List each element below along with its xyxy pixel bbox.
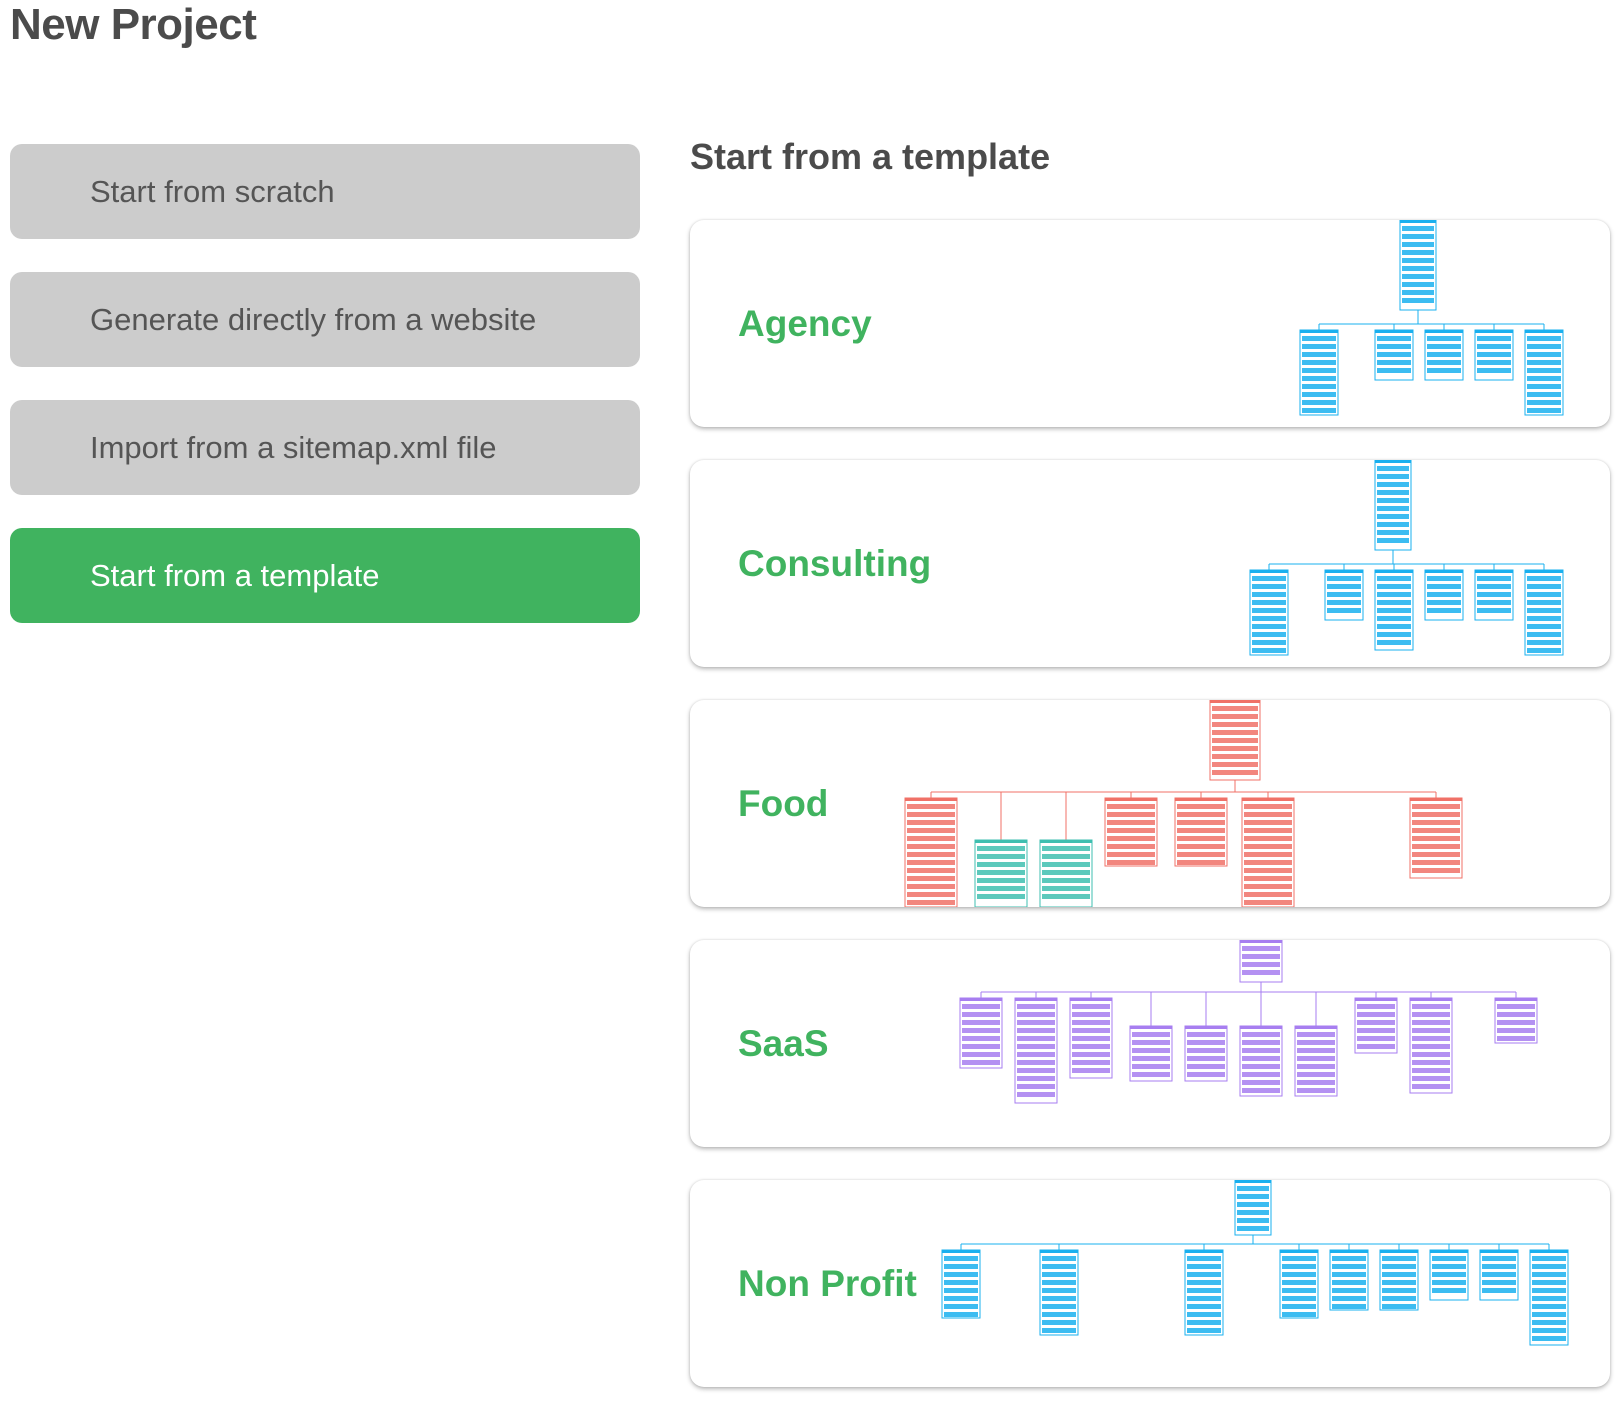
template-card-label: Agency — [738, 302, 872, 344]
template-card-label: Consulting — [738, 542, 932, 584]
start-from-scratch-button[interactable]: Start from scratch — [10, 144, 640, 239]
option-label: Generate directly from a website — [90, 301, 537, 337]
start-from-template-button[interactable]: Start from a template — [10, 528, 640, 623]
import-sitemap-button[interactable]: Import from a sitemap.xml file — [10, 400, 640, 495]
sitemap-preview-icon — [941, 1180, 1569, 1346]
template-card-food[interactable]: Food — [690, 700, 1610, 907]
sitemap-preview-icon — [1249, 460, 1564, 656]
template-section-title: Start from a template — [690, 136, 1051, 177]
sitemap-preview-icon — [904, 700, 1463, 907]
template-card-label: SaaS — [738, 1022, 829, 1064]
sitemap-preview-icon — [1299, 220, 1564, 416]
template-card-consulting[interactable]: Consulting — [690, 460, 1610, 667]
option-label: Start from a template — [90, 557, 380, 593]
template-card-label: Food — [738, 782, 829, 824]
sitemap-preview-icon — [959, 940, 1538, 1104]
page-title: New Project — [10, 0, 257, 49]
template-card-non-profit[interactable]: Non Profit — [690, 1180, 1610, 1387]
template-card-saas[interactable]: SaaS — [690, 940, 1610, 1147]
option-label: Import from a sitemap.xml file — [90, 429, 497, 465]
option-label: Start from scratch — [90, 173, 335, 209]
generate-from-website-button[interactable]: Generate directly from a website — [10, 272, 640, 367]
template-card-label: Non Profit — [738, 1262, 917, 1304]
template-card-agency[interactable]: Agency — [690, 220, 1610, 427]
